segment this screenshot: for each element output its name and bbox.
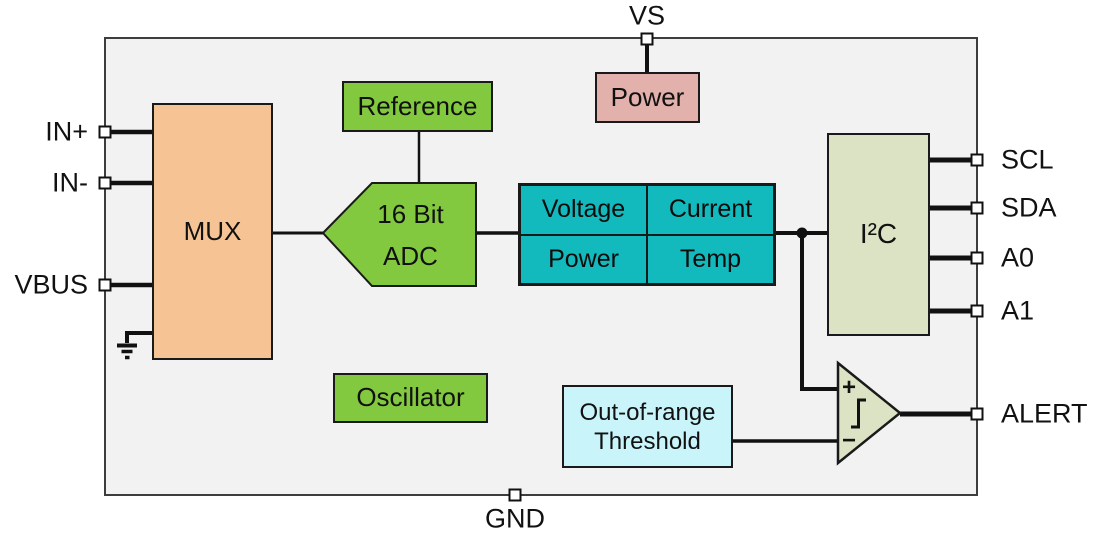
pin-label-scl: SCL xyxy=(1001,144,1054,175)
comparator-minus-input: − xyxy=(841,427,857,454)
pin-scl xyxy=(970,153,984,167)
pin-a1 xyxy=(970,304,984,318)
adc-block-label: 16 Bit ADC xyxy=(377,198,444,271)
pin-label-alert: ALERT xyxy=(1001,398,1088,429)
reference-block: Reference xyxy=(342,81,493,132)
comparator-shape xyxy=(836,360,902,466)
pin-label-gnd: GND xyxy=(485,503,545,534)
pin-in-plus xyxy=(98,125,112,139)
mux-block: MUX xyxy=(152,103,273,360)
pin-in-minus xyxy=(98,176,112,190)
result-registers-block: Voltage Current Power Temp xyxy=(518,183,776,286)
hysteresis-icon xyxy=(851,398,866,429)
pin-label-vs: VS xyxy=(628,0,666,31)
threshold-block: Out-of-range Threshold xyxy=(562,385,733,468)
pin-label-a1: A1 xyxy=(1001,295,1035,326)
i2c-block: I²C xyxy=(827,133,930,336)
adc-pentagon-shape xyxy=(321,182,477,287)
register-current: Current xyxy=(647,185,774,235)
oscillator-block: Oscillator xyxy=(333,373,488,423)
ground-icon xyxy=(117,331,153,360)
pin-alert xyxy=(970,407,984,421)
pin-gnd xyxy=(508,488,522,502)
pin-vs xyxy=(640,32,654,46)
pin-vbus xyxy=(98,278,112,292)
wire-registers-comparator xyxy=(800,233,838,391)
pin-a0 xyxy=(970,251,984,265)
pin-label-a0: A0 xyxy=(1001,242,1035,273)
comparator-plus-input: + xyxy=(841,374,857,401)
pin-label-sda: SDA xyxy=(1001,192,1057,223)
pin-sda xyxy=(970,201,984,215)
register-power: Power xyxy=(520,234,647,284)
register-voltage: Voltage xyxy=(520,185,647,235)
pin-label-vbus: VBUS xyxy=(14,269,88,300)
pin-label-in-plus: IN+ xyxy=(45,116,88,147)
junction-dot xyxy=(796,227,808,239)
power-block: Power xyxy=(595,72,700,123)
register-temp: Temp xyxy=(647,234,774,284)
pin-label-in-minus: IN- xyxy=(52,167,88,198)
